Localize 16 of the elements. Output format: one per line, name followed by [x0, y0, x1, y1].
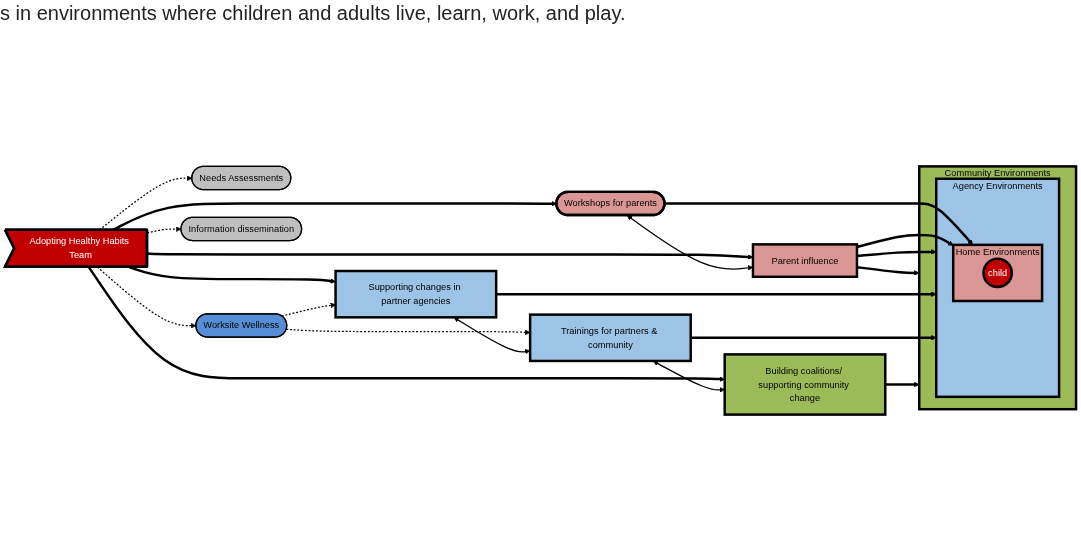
node-box: Trainings for partners & community: [528, 313, 692, 363]
arrow: [87, 266, 725, 382]
arrow: [856, 265, 920, 276]
arrow: [96, 266, 197, 329]
arrow: [856, 249, 937, 258]
node-circle: child: [982, 257, 1014, 289]
node-box: Parent influence: [751, 243, 859, 279]
node-box: Building coalitions/ supporting community change: [723, 353, 887, 416]
arrow: [496, 291, 937, 297]
arrow: [453, 317, 531, 355]
node-box: Supporting changes in partner agencies: [334, 269, 498, 319]
arrow: [653, 360, 725, 393]
arrow: [690, 335, 937, 341]
arrow: [885, 381, 920, 388]
arrow: [856, 233, 954, 249]
note-text: s in environments where children and adults live, learn, work, and play.: [0, 2, 626, 24]
